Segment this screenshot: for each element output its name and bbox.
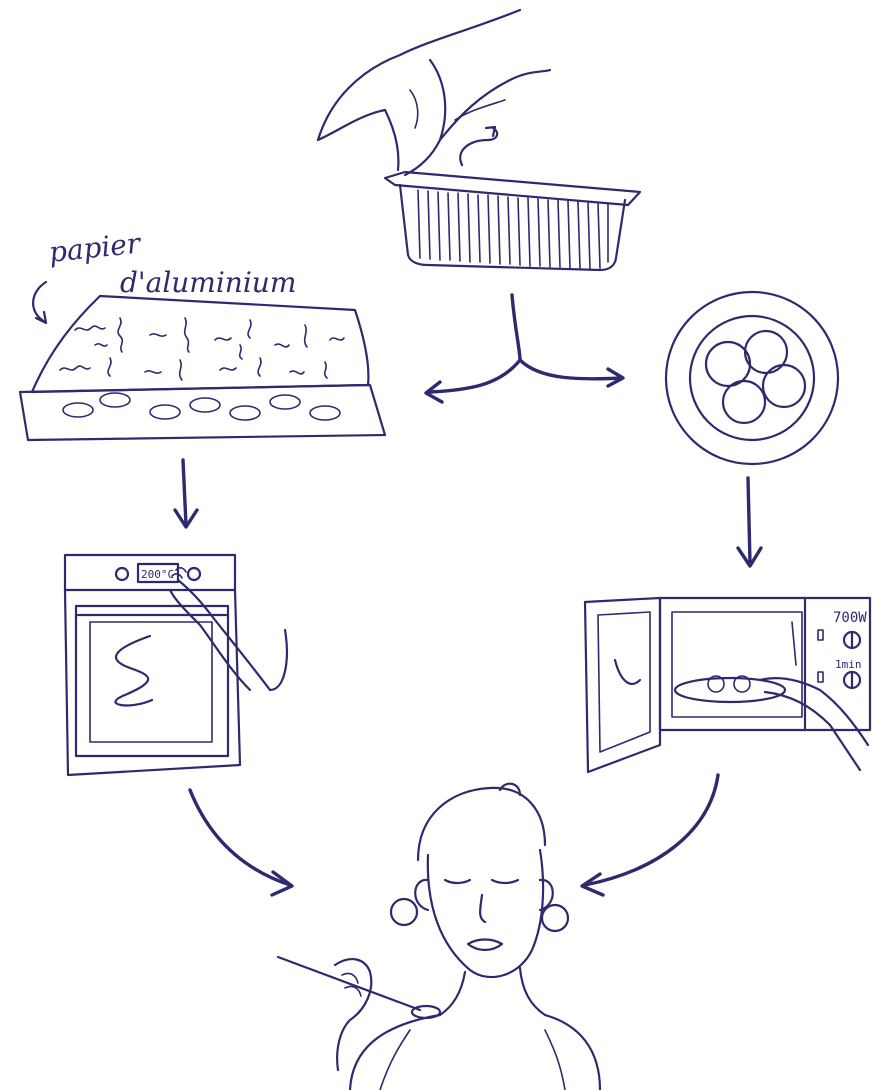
microwave-time-label: 1min [835, 658, 862, 671]
microwave-icon: 700W 1min [585, 598, 870, 772]
plate-icon [666, 292, 838, 464]
container-with-lid-icon [318, 10, 640, 270]
microwave-power-label: 700W [833, 610, 867, 626]
arrow-curve-right [582, 775, 718, 895]
oven-icon: 200°C [65, 555, 287, 775]
arrow-down-right [738, 478, 761, 566]
oven-temperature-display: 200°C [141, 568, 174, 581]
foil-label-line2: d'aluminium [120, 266, 296, 299]
person-eating-icon [278, 784, 600, 1090]
split-arrow [426, 295, 623, 402]
foil-covered-tray-icon: papier d'aluminium [20, 226, 385, 440]
foil-label-line1: papier [47, 226, 143, 269]
arrow-curve-left [190, 790, 292, 895]
arrow-down-left [175, 460, 197, 527]
